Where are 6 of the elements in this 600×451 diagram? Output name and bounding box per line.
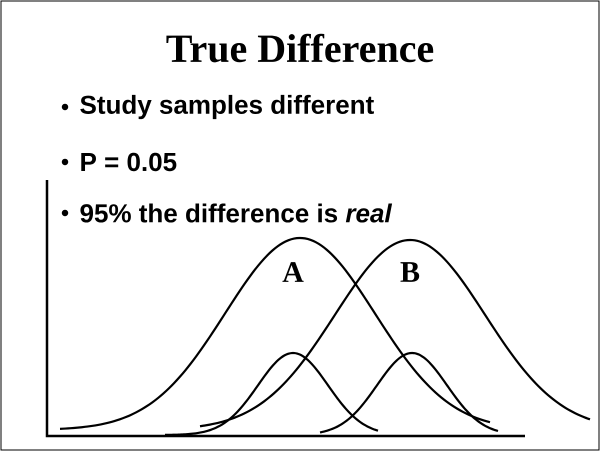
bullet-text: P = 0.05 bbox=[81, 152, 176, 172]
bullet-text: 95% the difference is real bbox=[80, 203, 392, 223]
bullet-text: Study samples different bbox=[80, 94, 374, 120]
curve-label: B bbox=[400, 262, 420, 282]
title: True Difference bbox=[166, 34, 434, 62]
curve-label: A bbox=[282, 262, 304, 282]
